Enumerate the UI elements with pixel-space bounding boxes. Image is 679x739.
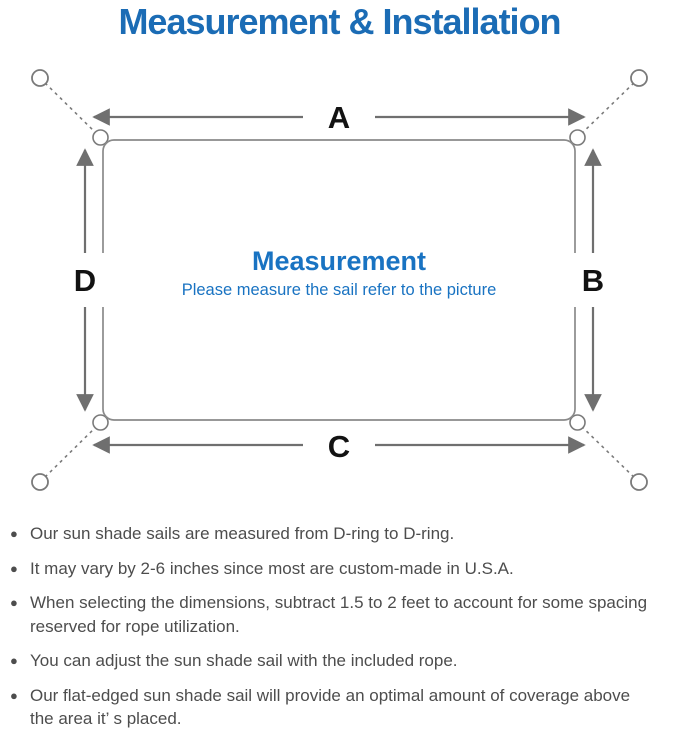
notes-list: ● Our sun shade sails are measured from …: [10, 522, 679, 739]
anchor-point-icon: [31, 473, 49, 491]
diagram-center-title: Measurement: [252, 246, 426, 276]
note-text: Our flat-edged sun shade sail will provi…: [30, 685, 631, 729]
d-ring-icon: [92, 129, 109, 146]
dimension-label-b: B: [582, 263, 604, 298]
shade-sail-outline: [102, 139, 576, 421]
dimension-label-a: A: [328, 100, 350, 135]
note-text: It may vary by 2-6 inches since most are…: [30, 558, 514, 578]
note-text: Our sun shade sails are measured from D-…: [30, 524, 455, 543]
anchor-point-icon: [630, 69, 648, 87]
note-item: ● When selecting the dimensions, subtrac…: [10, 591, 679, 638]
anchor-point-icon: [31, 69, 49, 87]
rope-line-top-right: [577, 77, 640, 138]
bullet-icon: ●: [10, 653, 18, 668]
note-item: ● You can adjust the sun shade sail with…: [10, 649, 679, 673]
page-title: Measurement & Installation: [118, 1, 561, 42]
rope-line-bottom-left: [39, 422, 101, 483]
anchor-rope-lines: [39, 77, 640, 483]
anchor-points: [31, 69, 648, 491]
note-item: ● Our flat-edged sun shade sail will pro…: [10, 684, 679, 731]
bullet-icon: ●: [10, 526, 18, 541]
dimension-label-c: C: [328, 429, 350, 464]
d-ring-icon: [569, 414, 586, 431]
bullet-icon: ●: [10, 595, 18, 610]
note-text: You can adjust the sun shade sail with t…: [30, 651, 458, 670]
anchor-point-icon: [630, 473, 648, 491]
measurement-diagram: A D B C Measurement Please measure the s…: [31, 69, 648, 491]
bullet-icon: ●: [10, 687, 18, 703]
note-text: When selecting the dimensions, subtract …: [30, 593, 648, 636]
d-rings: [92, 129, 586, 431]
label-backgrounds: [60, 97, 616, 464]
bullet-icon: ●: [10, 560, 18, 576]
diagram-center-subtitle: Please measure the sail refer to the pic…: [182, 281, 497, 299]
rope-line-top-left: [39, 77, 101, 138]
d-ring-icon: [92, 414, 109, 431]
note-item: ● It may vary by 2-6 inches since most a…: [10, 557, 679, 581]
note-item: ● Our sun shade sails are measured from …: [10, 522, 679, 546]
dimension-label-d: D: [74, 263, 96, 298]
rope-line-bottom-right: [577, 422, 640, 483]
d-ring-icon: [569, 129, 586, 146]
